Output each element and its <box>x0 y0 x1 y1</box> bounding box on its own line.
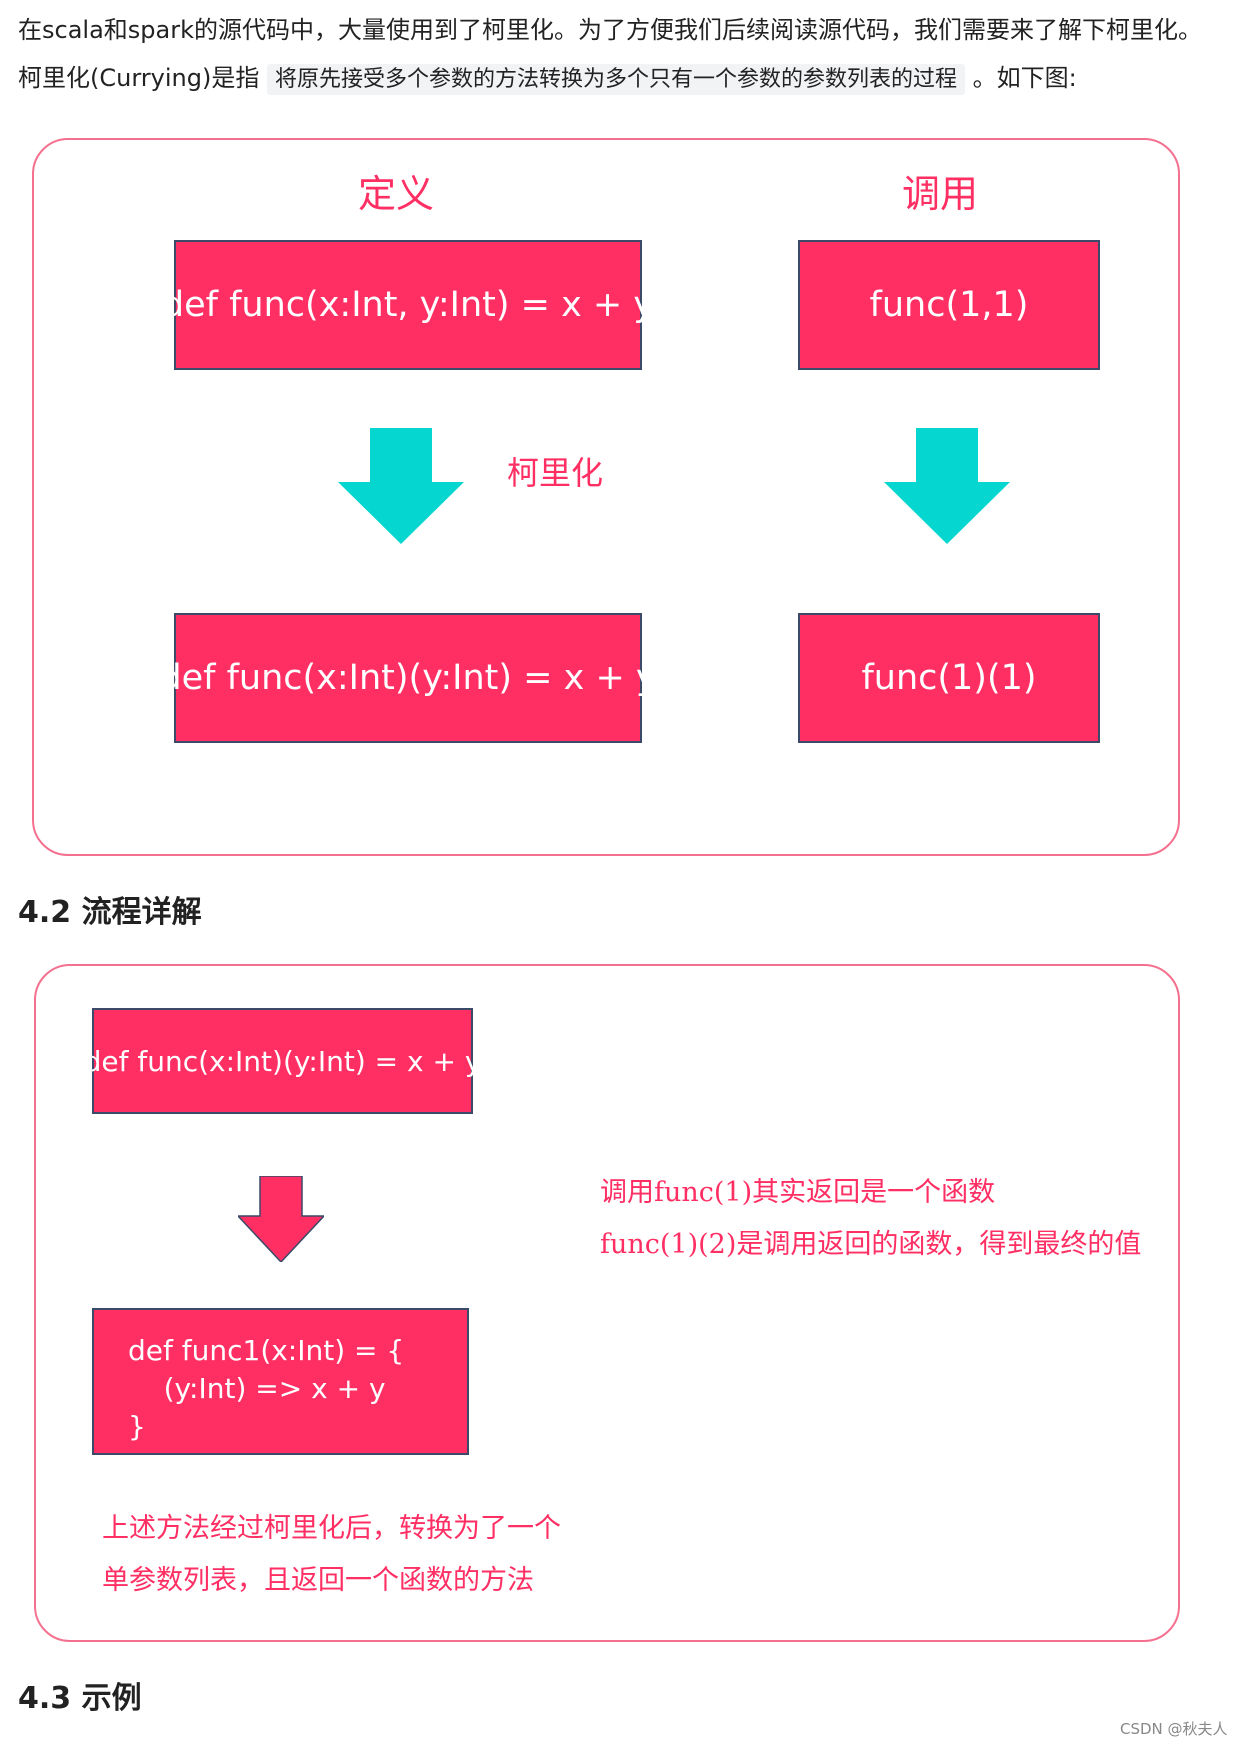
call-before-box: func(1,1) <box>798 240 1100 370</box>
intro-line-2: 柯里化(Currying)是指 将原先接受多个参数的方法转换为多个只有一个参数的… <box>18 58 1077 95</box>
call-after-box: func(1)(1) <box>798 613 1100 743</box>
note-bottom-line-1: 上述方法经过柯里化后，转换为了一个 <box>102 1513 561 1544</box>
down-arrow-icon <box>338 428 464 544</box>
note-bottom-line-2: 单参数列表，且返回一个函数的方法 <box>102 1565 534 1596</box>
csdn-credit: CSDN @秋夫人 <box>1120 1720 1228 1738</box>
code-line: } <box>128 1410 146 1443</box>
down-arrow-icon <box>238 1176 324 1262</box>
define-title: 定义 <box>358 172 435 216</box>
code-line: def func1(x:Int) = { <box>128 1334 405 1367</box>
note-right-line-2: func(1)(2)是调用返回的函数，得到最终的值 <box>600 1229 1142 1260</box>
call-title: 调用 <box>902 172 979 216</box>
code-line: (y:Int) => x + y <box>128 1372 386 1405</box>
down-arrow-icon <box>884 428 1010 544</box>
intro-line-2-suffix: 。如下图: <box>972 64 1077 92</box>
intro-line-2-prefix: 柯里化(Currying)是指 <box>18 64 260 92</box>
section-heading-4-3: 4.3 示例 <box>18 1681 142 1716</box>
section-heading-4-2: 4.2 流程详解 <box>18 895 202 930</box>
def-after-box: def func(x:Int)(y:Int) = x + y <box>159 613 657 743</box>
currying-arrow-label: 柯里化 <box>507 454 604 492</box>
curried-def-box: def func(x:Int)(y:Int) = x + y <box>84 1008 481 1114</box>
def-before-box: def func(x:Int, y:Int) = x + y <box>162 240 654 370</box>
note-right-line-1: 调用func(1)其实返回是一个函数 <box>600 1177 996 1208</box>
func1-code-box: def func1(x:Int) = { (y:Int) => x + y } <box>92 1308 469 1455</box>
intro-line-2-highlight: 将原先接受多个参数的方法转换为多个只有一个参数的参数列表的过程 <box>266 64 965 95</box>
intro-line-1: 在scala和spark的源代码中，大量使用到了柯里化。为了方便我们后续阅读源代… <box>18 16 1202 44</box>
